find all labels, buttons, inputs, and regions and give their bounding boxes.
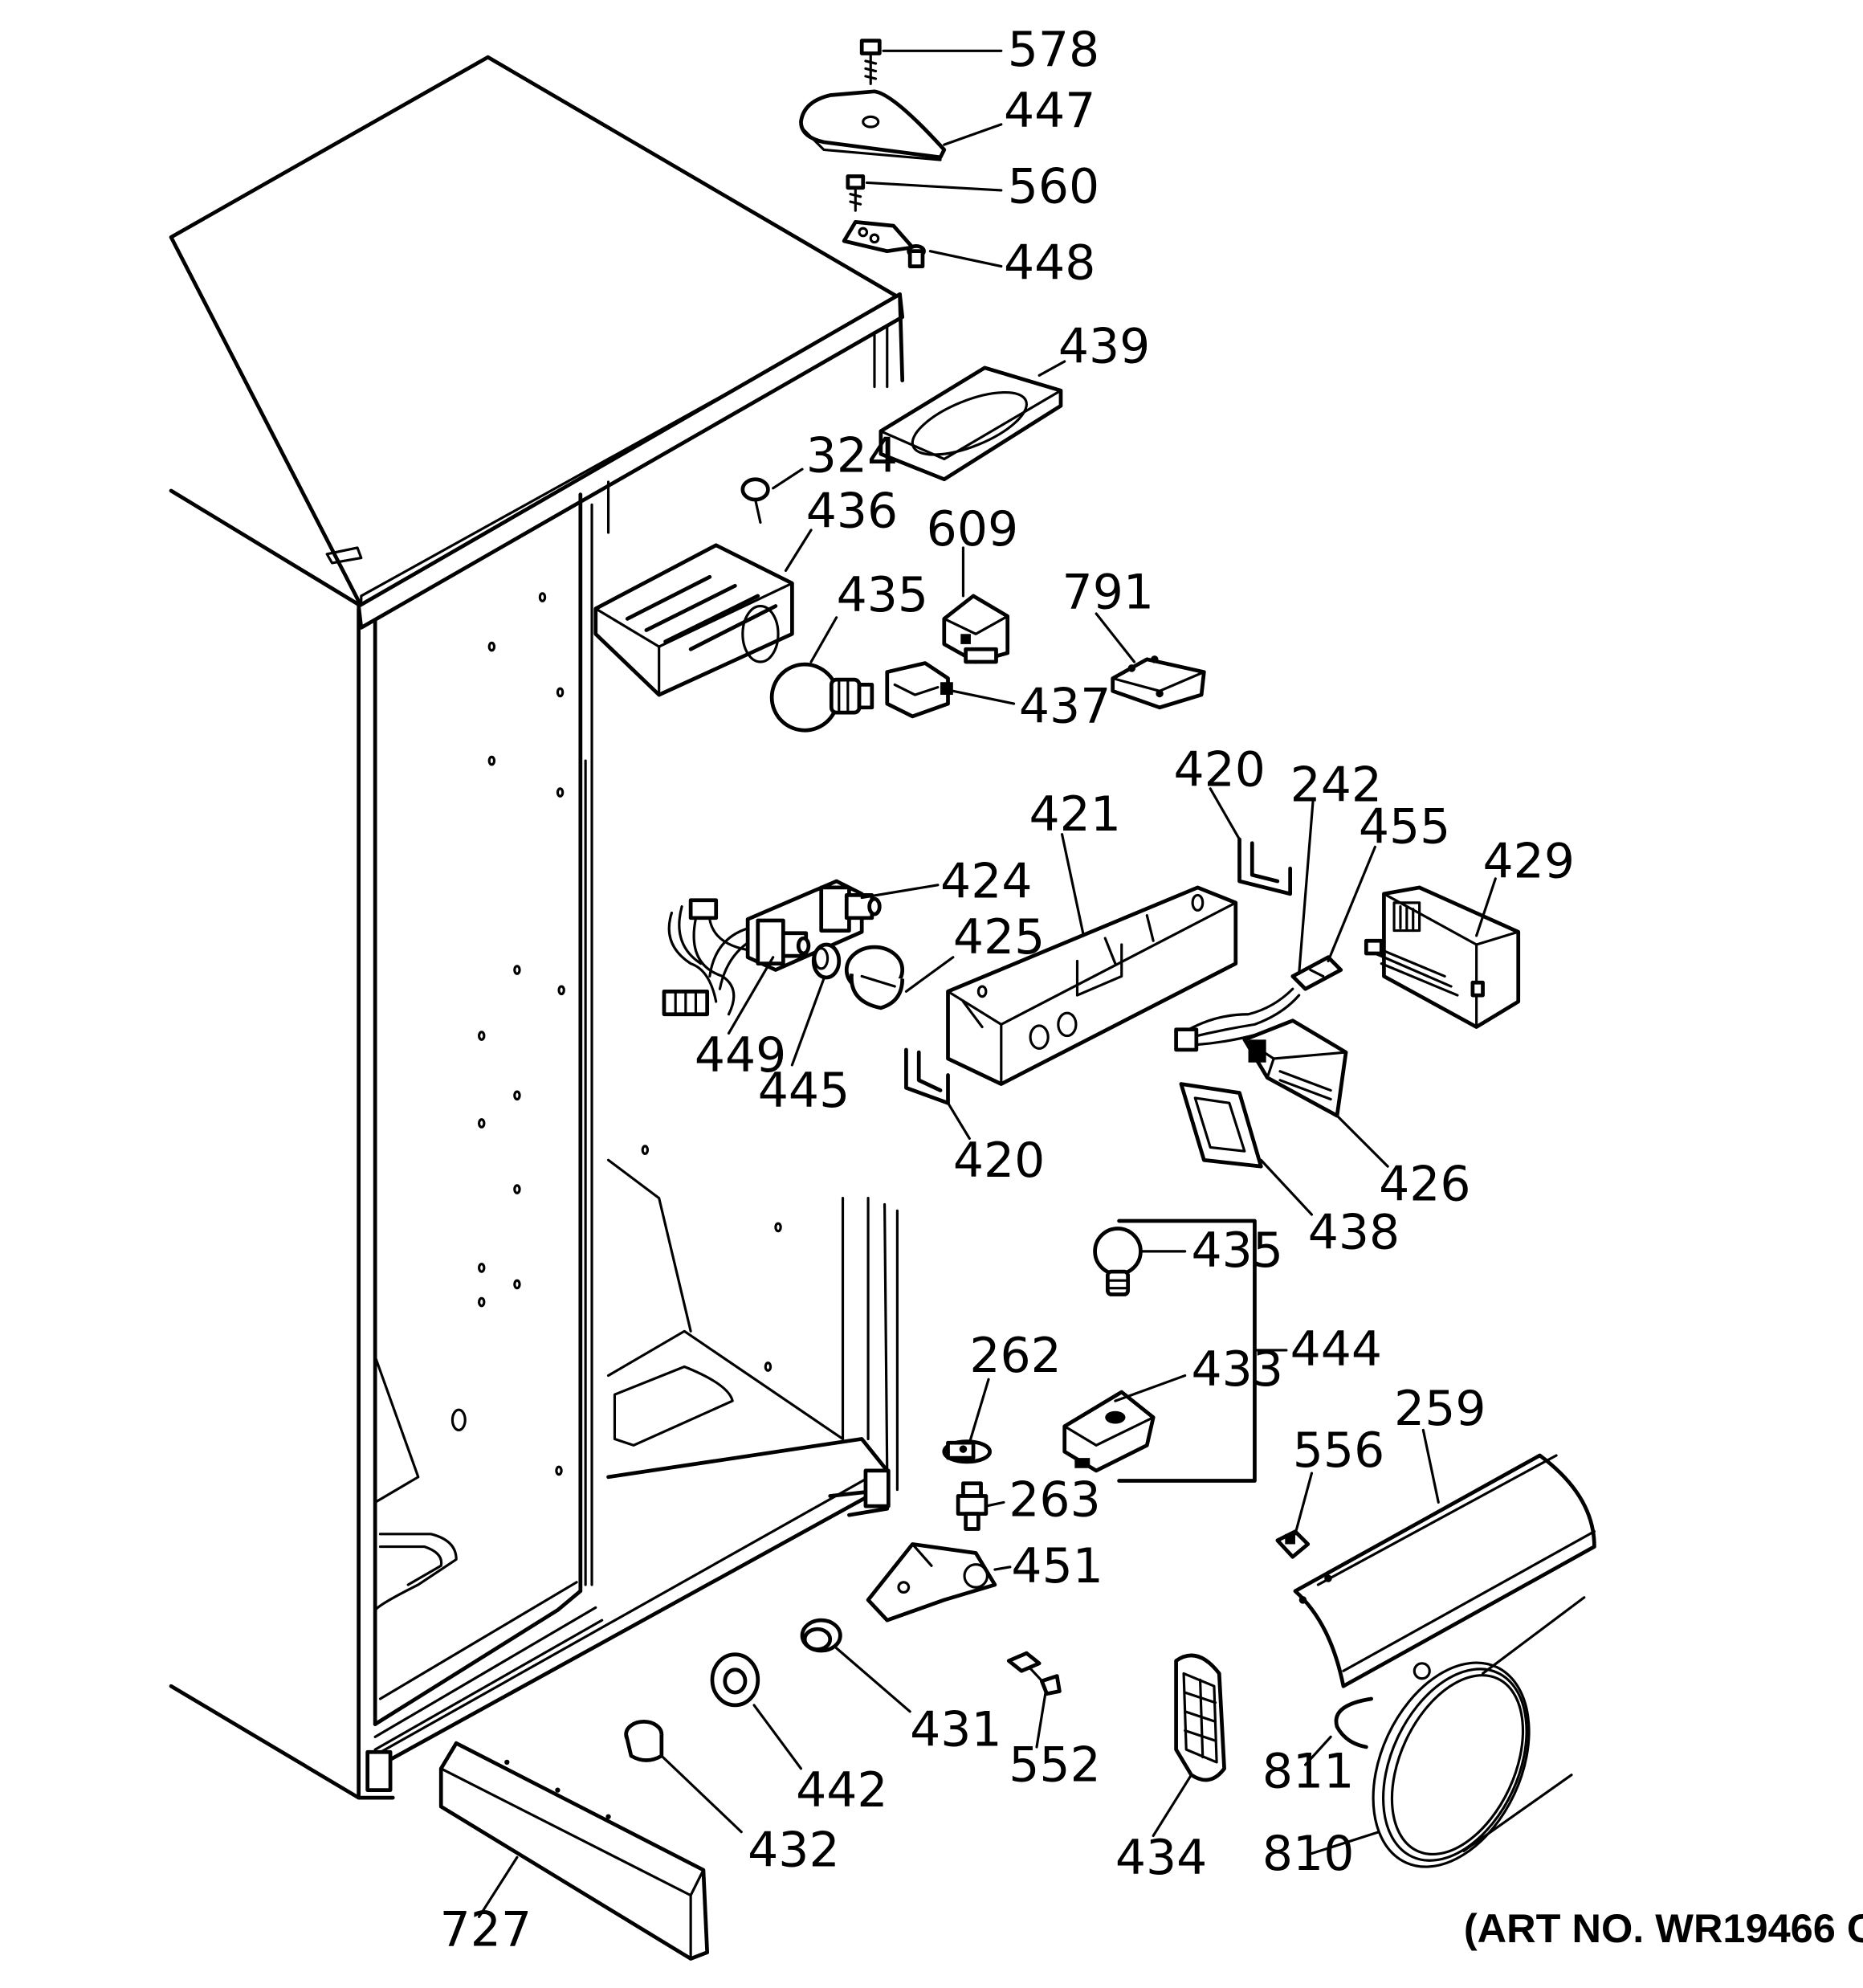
screw-578 xyxy=(859,39,882,85)
screw-552 xyxy=(1006,1651,1062,1696)
callout-448: 448 xyxy=(1004,235,1095,291)
harness-242 xyxy=(1174,987,1301,1052)
leader-lines xyxy=(477,49,1497,1919)
clip-420-lower xyxy=(904,1047,950,1105)
actuator-426 xyxy=(1242,1018,1348,1118)
callout-791: 791 xyxy=(1062,565,1154,621)
pin-263 xyxy=(956,1481,989,1531)
hinge-cover-447 xyxy=(799,89,947,161)
callout-424: 424 xyxy=(940,854,1032,910)
callout-433: 433 xyxy=(1192,1341,1283,1398)
cover-791 xyxy=(1111,655,1206,710)
cabinet-case xyxy=(169,55,905,1800)
hinge-448 xyxy=(842,219,926,268)
callout-432: 432 xyxy=(748,1822,839,1878)
bushing-431 xyxy=(800,1618,842,1653)
hinge-451 xyxy=(866,1542,997,1623)
callout-442: 442 xyxy=(796,1762,887,1819)
callout-447: 447 xyxy=(1004,83,1095,139)
clip-556 xyxy=(1275,1529,1311,1559)
callout-455: 455 xyxy=(1359,799,1450,855)
washer-442 xyxy=(710,1652,760,1708)
screw-324 xyxy=(740,477,770,524)
light-bulb-435-lower xyxy=(1093,1227,1143,1296)
callout-438: 438 xyxy=(1308,1205,1400,1261)
light-bulb-435-upper xyxy=(769,662,874,733)
callout-429: 429 xyxy=(1483,833,1575,889)
callout-324: 324 xyxy=(806,427,898,484)
callout-263: 263 xyxy=(1009,1472,1100,1529)
cover-259 xyxy=(1293,1453,1596,1688)
callout-labels: 578 447 560 448 439 324 436 609 435 791 … xyxy=(440,22,1863,1958)
callout-811: 811 xyxy=(1262,1743,1354,1799)
callout-451: 451 xyxy=(1011,1538,1103,1594)
callout-242: 242 xyxy=(1290,757,1382,814)
cord-810 xyxy=(1372,1596,1586,1868)
socket-437 xyxy=(885,661,953,719)
callout-431: 431 xyxy=(910,1701,1001,1757)
clip-420-upper xyxy=(1237,837,1293,896)
kickplate-727 xyxy=(438,1741,710,1961)
callout-435-lower: 435 xyxy=(1192,1223,1283,1279)
callout-434: 434 xyxy=(1115,1830,1207,1886)
spacer-445 xyxy=(811,942,842,980)
callout-552: 552 xyxy=(1009,1737,1100,1794)
callout-609: 609 xyxy=(927,501,1018,557)
callout-437: 437 xyxy=(1019,679,1111,735)
callout-556: 556 xyxy=(1293,1423,1384,1479)
screw-560 xyxy=(846,174,866,212)
art-number: (ART NO. WR19466 C9) xyxy=(1464,1905,1863,1951)
grille-434 xyxy=(1174,1653,1226,1782)
callout-445: 445 xyxy=(758,1063,850,1119)
sleeve-432 xyxy=(624,1720,664,1762)
light-socket-433 xyxy=(1062,1390,1156,1473)
callout-727: 727 xyxy=(440,1902,532,1958)
callout-449: 449 xyxy=(695,1027,786,1084)
callout-435-upper: 435 xyxy=(837,567,928,623)
light-shield-439 xyxy=(879,365,1063,482)
callout-262: 262 xyxy=(969,1328,1061,1384)
clip-811 xyxy=(1334,1696,1374,1749)
callout-810: 810 xyxy=(1262,1826,1354,1882)
knob-425 xyxy=(844,945,905,1010)
control-424 xyxy=(662,879,882,1017)
callout-425: 425 xyxy=(953,909,1045,965)
callout-578: 578 xyxy=(1008,22,1099,78)
callout-444: 444 xyxy=(1290,1321,1382,1378)
light-housing-436 xyxy=(593,543,794,697)
callout-426: 426 xyxy=(1379,1157,1470,1213)
switch-609 xyxy=(942,594,1010,664)
housing-421 xyxy=(946,885,1238,1086)
cam-262 xyxy=(942,1439,992,1464)
callout-560: 560 xyxy=(1008,159,1099,215)
callout-420-lower: 420 xyxy=(953,1133,1045,1189)
callout-436: 436 xyxy=(806,484,898,540)
callout-259: 259 xyxy=(1394,1381,1486,1437)
connector-455 xyxy=(1290,955,1343,991)
callout-421: 421 xyxy=(1029,786,1121,843)
callout-439: 439 xyxy=(1058,319,1150,375)
callout-420-upper: 420 xyxy=(1173,742,1265,798)
liner-mount-holes xyxy=(450,592,782,1476)
frame-438 xyxy=(1179,1082,1263,1169)
dispenser-module-429 xyxy=(1364,885,1521,1029)
